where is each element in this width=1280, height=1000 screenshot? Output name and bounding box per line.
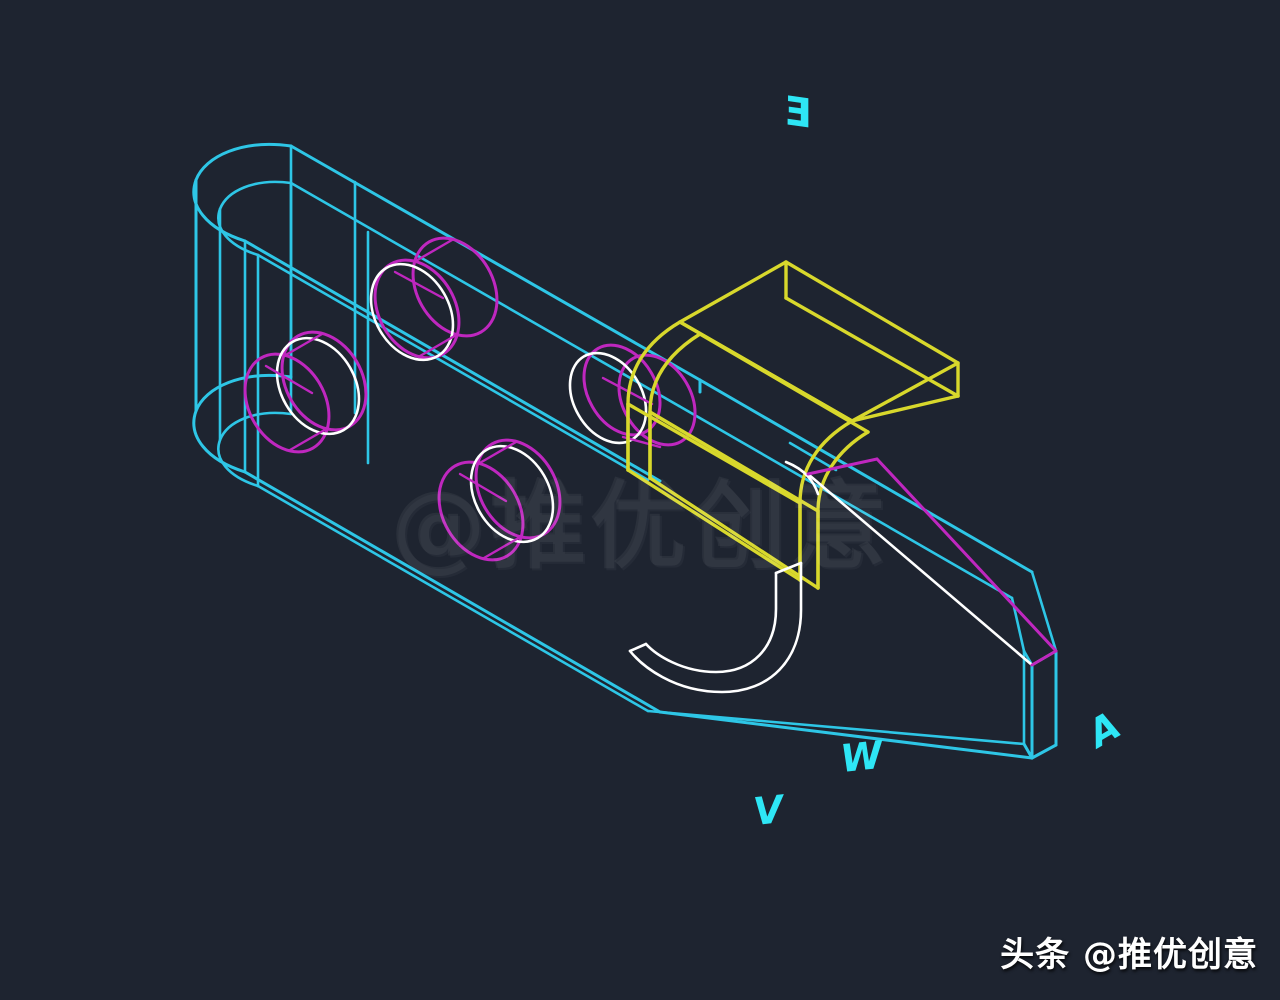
hole-3-near-rim <box>437 460 525 562</box>
front-face-top-rail <box>243 470 662 714</box>
upper-right-rail-top <box>677 404 1014 600</box>
wedge-highlight-group <box>806 457 1058 667</box>
rib-bottom-edge-right <box>648 476 820 590</box>
hole-3-axis-line <box>458 472 508 503</box>
rib-bottom-edge-left <box>626 468 802 582</box>
slot-end-cap-top <box>774 561 803 575</box>
channel-brand: 头条 <box>1000 935 1071 975</box>
hole-2-tangent-top <box>282 332 324 358</box>
rib-base-fillet-hidden <box>784 460 820 496</box>
channel-handle: @推优创意 <box>1083 935 1258 975</box>
body-outline-group <box>192 142 1058 760</box>
wedge-top-magenta-edge <box>875 457 1058 653</box>
rib-top-rail-d <box>648 410 820 513</box>
slot-end-cap-left <box>628 642 648 653</box>
hole-3-tangent-bottom <box>482 534 524 560</box>
hole-2-near-rim <box>243 352 331 454</box>
hole-lower-left-group <box>243 330 368 454</box>
rib-top-rail-c <box>626 402 802 505</box>
wedge-slope-rail-2 <box>1030 570 1058 653</box>
upper-right-rail-outer <box>698 378 1034 574</box>
rib-left-flank-outer <box>626 320 682 472</box>
hole-1-far-rim <box>411 236 499 338</box>
top-face-outer-bottom-rail <box>243 239 662 483</box>
hole-1-axis-line <box>393 270 445 300</box>
label-w: W <box>838 733 886 781</box>
plate-right-end-diag <box>850 394 960 423</box>
hole-upper-left-group <box>369 236 499 362</box>
channel-watermark: 头条 @推优创意 <box>1000 927 1258 976</box>
bottom-rail-inner <box>646 709 1026 746</box>
hole-2-tangent-bottom <box>288 426 330 452</box>
slot-bottom-outer-curve <box>628 561 803 694</box>
hole-3-construction-circle <box>469 444 555 544</box>
wedge-top-magenta-cap <box>806 457 879 476</box>
hole-1-tangent-bottom <box>418 332 460 358</box>
rib-right-flank-outer <box>798 419 854 582</box>
hole-1-tangent-top <box>412 238 454 264</box>
wedge-hidden-slope <box>806 472 1034 667</box>
top-face-inner-bottom-rail <box>256 253 650 482</box>
slot-bottom-inner-curve <box>644 571 778 674</box>
wedge-bottom-diag <box>1022 742 1034 760</box>
hole-1-construction-circle <box>369 262 455 362</box>
hole-4-near-rim <box>582 343 662 437</box>
front-face-mid-rail <box>256 484 650 713</box>
rib-top-rail-b <box>698 332 870 434</box>
bottom-rail-outer <box>658 710 1034 760</box>
wedge-end-magenta-edge <box>1030 649 1058 667</box>
hole-2-construction-circle <box>275 336 361 436</box>
hole-3-tangent-top <box>476 440 518 466</box>
wedge-bottom-front-edge <box>1030 743 1058 760</box>
rib-left-flank-inner <box>648 332 702 480</box>
hole-center-group <box>437 438 562 562</box>
top-face-outer-top-rail <box>289 144 702 382</box>
label-e: E <box>785 88 812 138</box>
hole-2-axis-line <box>264 364 314 395</box>
plate-top-inner-front <box>784 296 960 398</box>
hole-1-near-rim <box>373 258 461 360</box>
